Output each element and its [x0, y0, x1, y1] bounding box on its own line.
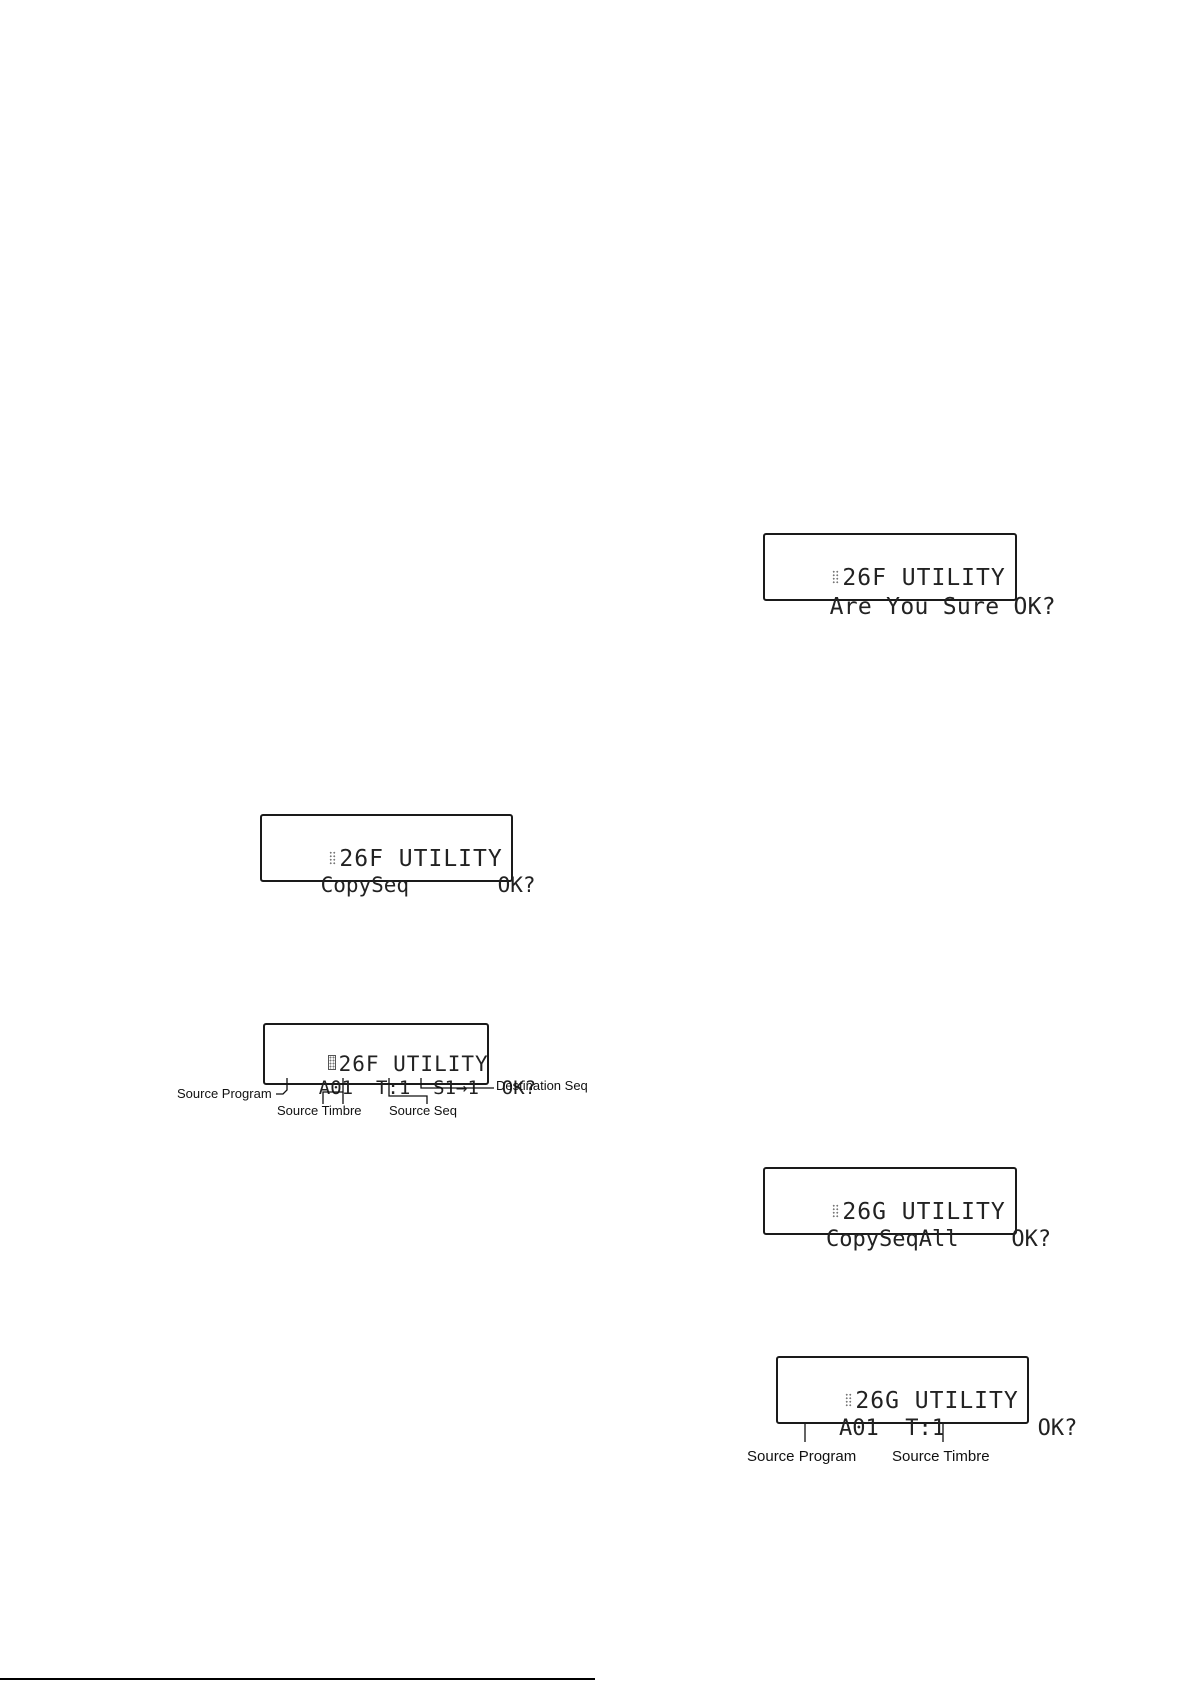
callout-source-program: Source Program [747, 1448, 857, 1465]
lcd-line-2-text: Are You Sure OK? [829, 594, 1056, 620]
lcd-line-1-text: 26F UTILITY [338, 1052, 489, 1076]
lcd-page-icon [832, 1204, 840, 1218]
lcd-page-icon [329, 851, 337, 865]
footer-rule [0, 1678, 595, 1680]
lcd-line-2-text: CopySeq OK? [320, 873, 536, 897]
lcd-page-icon [832, 570, 840, 584]
lcd-line-2: CopySeq OK? [270, 849, 536, 921]
lcd-line-2: A01 T:1 OK? [786, 1391, 1077, 1466]
lcd-line-1-text: 26F UTILITY [842, 565, 1006, 591]
lcd-line-2: Are You Sure OK? [773, 568, 1056, 646]
lcd-line-1-text: 26F UTILITY [339, 846, 503, 872]
lcd-line-2-text: CopySeqAll OK? [825, 1227, 1052, 1252]
lcd-line-1: 26F UTILITY [273, 1028, 489, 1100]
lcd-line-2: CopySeqAll OK? [773, 1202, 1051, 1277]
lcd-display-26f-params: 26F UTILITY A01 T:1 S1→1 OK? [263, 1023, 536, 1099]
callout-source-timbre: Source Timbre [277, 1103, 362, 1118]
lcd-display-26f-copyseq: 26F UTILITY CopySeq OK? [260, 814, 536, 897]
lcd-page-icon [327, 1055, 336, 1070]
lcd-line-1: 26F UTILITY [773, 539, 1006, 617]
lcd-display-26g-copyseqall: 26G UTILITY CopySeqAll OK? [763, 1167, 1051, 1252]
lcd-line-1-text: 26G UTILITY [842, 1199, 1006, 1225]
lcd-line-1: 26G UTILITY [786, 1362, 1019, 1440]
lcd-line-1: 26G UTILITY [773, 1173, 1006, 1251]
lcd-page-icon [845, 1393, 853, 1407]
callout-source-program: Source Program [177, 1086, 272, 1101]
lcd-line-1: 26F UTILITY [270, 820, 503, 898]
lcd-line-2-text: A01 T:1 OK? [838, 1416, 1078, 1441]
callout-source-timbre: Source Timbre [892, 1448, 990, 1465]
lcd-line-1-text: 26G UTILITY [855, 1388, 1019, 1414]
callout-source-seq: Source Seq [389, 1103, 457, 1118]
callout-destination-seq: Destination Seq [496, 1078, 588, 1093]
lcd-display-26f-confirm: 26F UTILITY Are You Sure OK? [763, 533, 1056, 620]
lcd-display-26g-params: 26G UTILITY A01 T:1 OK? [776, 1356, 1077, 1441]
